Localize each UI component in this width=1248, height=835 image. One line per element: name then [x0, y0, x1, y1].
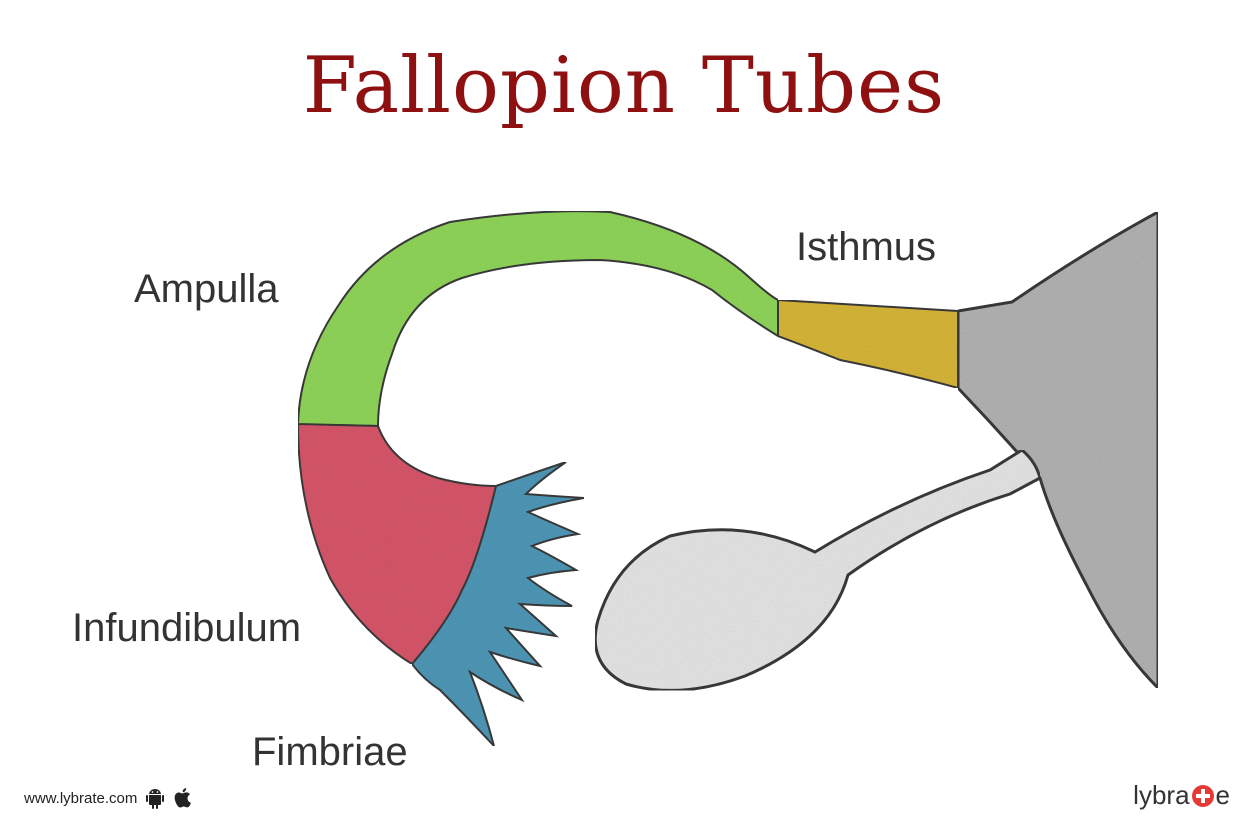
label-fimbriae: Fimbriae	[252, 730, 408, 774]
brand-text-suffix: e	[1215, 780, 1230, 810]
plus-icon	[1191, 784, 1214, 807]
page-title: Fallopion Tubes	[302, 41, 946, 131]
footer: www.lybrate.com	[24, 786, 193, 810]
isthmus-segment	[777, 298, 959, 390]
ovary-shape	[593, 448, 1042, 692]
fimbriae-segment	[410, 461, 585, 747]
brand-text: lybra	[1133, 780, 1190, 810]
label-isthmus: Isthmus	[796, 225, 937, 269]
label-ampulla: Ampulla	[134, 267, 279, 311]
footer-url[interactable]: www.lybrate.com	[24, 789, 138, 807]
uterus-shape	[956, 209, 1160, 692]
ampulla-segment	[296, 210, 779, 428]
android-icon[interactable]	[145, 787, 165, 809]
apple-icon[interactable]	[173, 787, 193, 809]
label-infundibulum: Infundibulum	[72, 606, 302, 650]
brand-logo[interactable]: lybra e	[1133, 780, 1230, 811]
